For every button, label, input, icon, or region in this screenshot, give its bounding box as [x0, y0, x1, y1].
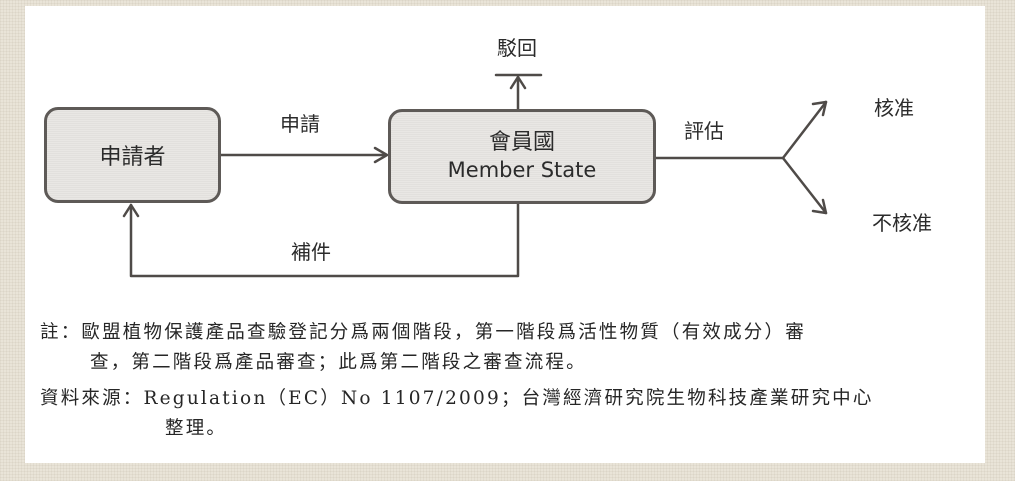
applicant-node: 申請者: [44, 107, 221, 203]
supplement-edge-label: 補件: [291, 240, 331, 264]
approve-branch-line: [781, 100, 828, 160]
reject-edge-label: 駁回: [497, 36, 537, 60]
member-state-label-zh: 會員國: [488, 129, 555, 155]
applicant-label: 申請者: [99, 145, 166, 170]
apply-arrowhead-icon: [373, 146, 389, 164]
connector-lines: [122, 73, 828, 278]
apply-edge-label: 申請: [280, 112, 320, 136]
member-state-label-en: Member State: [447, 157, 597, 182]
supplement-arrowhead-icon: [122, 203, 140, 218]
not-approve-branch-line: [781, 156, 828, 215]
note-line-1: 註：歐盟植物保護產品查驗登記分爲兩個階段，第一階段爲活性物質（有效成分）審: [40, 322, 806, 343]
approve-outcome-label: 核准: [874, 96, 914, 120]
note-line-2: 查，第二階段爲產品審查；此爲第二階段之審查流程。: [90, 352, 587, 373]
reject-arrowhead-icon: [509, 75, 527, 90]
not-approve-arrowhead-icon: [811, 198, 828, 215]
approve-arrowhead-icon: [811, 100, 828, 117]
supplement-arrow-line: [129, 202, 520, 278]
flow-diagram: 申請者 會員國 Member State 申請 補件 駁回 評估 核准 不核准: [44, 36, 932, 278]
page-sheet: [25, 6, 985, 463]
source-line-2: 整理。: [165, 418, 228, 439]
source-line-1: 資料來源：Regulation（EC）No 1107/2009；台灣經濟研究院生…: [40, 388, 874, 409]
evaluate-edge-label: 評估: [684, 119, 724, 143]
member-state-node: 會員國 Member State: [388, 109, 656, 204]
not-approve-outcome-label: 不核准: [872, 211, 932, 235]
